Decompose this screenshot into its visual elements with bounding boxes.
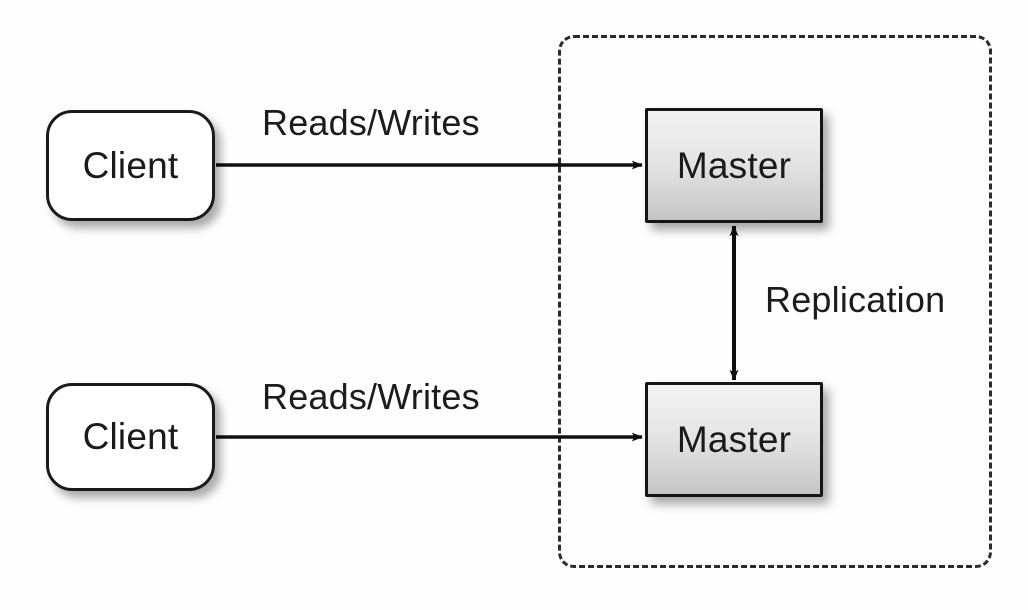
node-client-bottom[interactable]: Client bbox=[46, 383, 215, 491]
node-client-top[interactable]: Client bbox=[46, 110, 215, 221]
node-master-bottom[interactable]: Master bbox=[645, 382, 823, 497]
node-client-top-label: Client bbox=[82, 144, 179, 186]
node-master-top-label: Master bbox=[676, 144, 792, 186]
edge-label-replication: Replication bbox=[765, 279, 946, 320]
node-master-bottom-label: Master bbox=[676, 418, 792, 460]
node-client-bottom-label: Client bbox=[82, 416, 179, 457]
node-master-top[interactable]: Master bbox=[645, 108, 823, 223]
edge-label-reads-writes-top: Reads/Writes bbox=[262, 102, 480, 143]
edge-label-reads-writes-bottom: Reads/Writes bbox=[262, 376, 480, 417]
replication-cluster-boundary bbox=[558, 35, 992, 568]
